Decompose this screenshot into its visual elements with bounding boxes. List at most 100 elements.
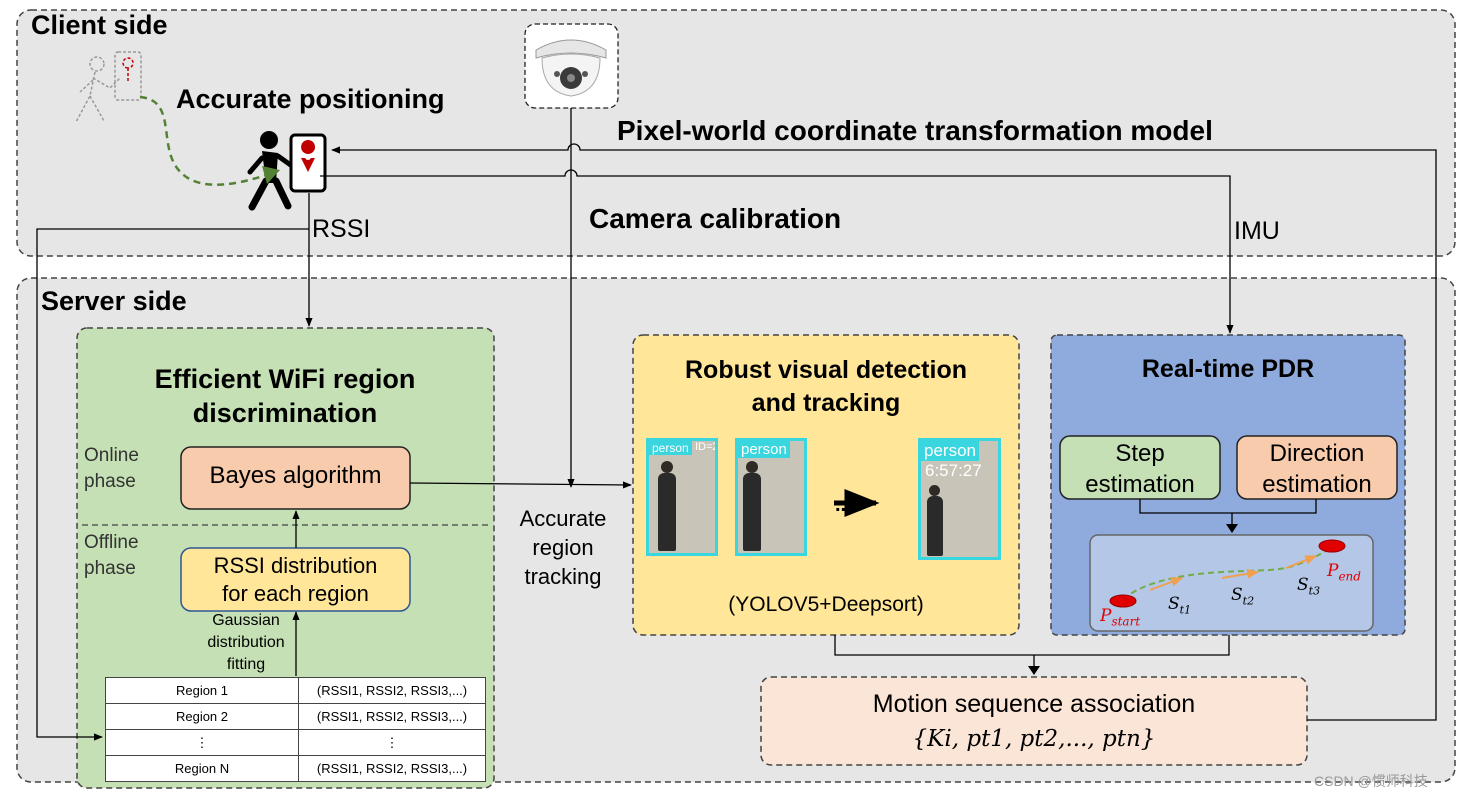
rssi-region-table: Region 1(RSSI1, RSSI2, RSSI3,...) Region… [105, 677, 486, 782]
tracking-frame-1: person ID=2 [646, 438, 718, 556]
p-end-label: Pend [1327, 561, 1361, 583]
rssi-distribution-label: RSSI distribution for each region [181, 552, 410, 608]
tracking-line1: Accurate [519, 506, 607, 531]
walker-faded-icon [75, 51, 142, 123]
motion-sequence-title: Motion sequence association [872, 690, 1196, 718]
tracking-frame-2: person [735, 438, 807, 556]
motion-panel [760, 676, 1308, 766]
direction-estimation-box [1236, 435, 1398, 500]
person-head [929, 485, 940, 496]
pixel-world-label: Pixel-world coordinate transformation mo… [617, 115, 1213, 146]
person-figure [658, 473, 676, 551]
camera-calibration-label: Camera calibration [589, 203, 842, 234]
watermark: CSDN @惯师科技 [1314, 773, 1428, 789]
dir-line2: estimation [1262, 471, 1372, 498]
accurate-region-tracking-label: Accurate region tracking [503, 504, 623, 591]
visual-panel-title: Robust visual detection and tracking [633, 354, 1019, 420]
s-t3-label: St3 [1297, 575, 1320, 597]
trajectory-box [1089, 534, 1374, 632]
step-line2: estimation [1085, 471, 1195, 498]
server-side-title: Server side [41, 286, 187, 316]
s-t2-label: St2 [1231, 585, 1254, 607]
p-start-marker [1109, 594, 1137, 608]
s-t1-symbol: S [1168, 594, 1180, 614]
table-cell-region: Region N [105, 755, 299, 782]
pdr-panel-title: Real-time PDR [1141, 355, 1315, 383]
table-cell-values: (RSSI1, RSSI2, RSSI3,...) [298, 703, 486, 730]
imu-label: IMU [1234, 217, 1280, 245]
person-id-tag: ID=2 [695, 441, 718, 453]
walker-icon [247, 131, 327, 211]
table-row: Region 1(RSSI1, RSSI2, RSSI3,...) [105, 677, 486, 704]
p-start-label: Pstart [1100, 606, 1140, 628]
walking-path-arrow [262, 166, 280, 184]
person-tag-1: person [649, 441, 692, 455]
gaussian-line1: Gaussian [212, 612, 280, 629]
s-t2-subscript: t2 [1242, 594, 1255, 608]
table-row: Region N(RSSI1, RSSI2, RSSI3,...) [105, 755, 486, 782]
visual-panel [632, 334, 1020, 636]
offline-line1: Offline [84, 532, 139, 553]
camera-icon [535, 39, 607, 97]
client-region [16, 9, 1456, 257]
person-head [661, 461, 673, 473]
bayes-label: Bayes algorithm [209, 462, 382, 489]
table-cell-region: Region 2 [105, 703, 299, 730]
table-cell-values: (RSSI1, RSSI2, RSSI3,...) [298, 677, 486, 704]
gaussian-fitting-label: Gaussian distribution fitting [196, 610, 296, 676]
step-estimation-label: Step estimation [1060, 438, 1220, 500]
gaussian-line2: distribution [207, 634, 285, 651]
table-row: Region 2(RSSI1, RSSI2, RSSI3,...) [105, 703, 486, 730]
rssi-table-line [36, 228, 309, 741]
motion-sequence-formula: {Ki, pt1, pt2,..., ptn} [912, 726, 1156, 752]
p-end-marker [1318, 539, 1346, 553]
person-figure [743, 473, 761, 551]
tracking-line3: tracking [524, 564, 602, 589]
gaussian-line3: fitting [226, 656, 266, 673]
walking-path [139, 95, 276, 186]
sequence-ellipsis: ... [835, 494, 852, 516]
rssi-label: RSSI [312, 215, 371, 243]
trajectory-path [1122, 547, 1333, 600]
p-start-subscript: start [1111, 614, 1141, 629]
motion-merge-arrow [1028, 666, 1040, 675]
visual-method-label: (YOLOV5+Deepsort) [728, 593, 924, 616]
wifi-title-line1: Efficient WiFi region [154, 364, 416, 394]
s-t3-symbol: S [1297, 575, 1309, 595]
s-t1-subscript: t1 [1179, 603, 1192, 617]
direction-estimation-label: Direction estimation [1237, 438, 1397, 500]
table-row: ⋮⋮ [105, 729, 486, 756]
table-cell-region: Region 1 [105, 677, 299, 704]
visual-title-line2: and tracking [751, 389, 901, 417]
person-head [746, 461, 758, 473]
online-phase-label: Online phase [84, 443, 139, 495]
visual-title-line1: Robust visual detection [685, 356, 967, 384]
tracking-frame-3: person 6:57:27 [918, 438, 1001, 560]
offline-line2: phase [84, 558, 136, 579]
tracking-line2: region [532, 535, 594, 560]
p-end-symbol: P [1327, 561, 1339, 581]
step-line1: Step [1115, 440, 1165, 467]
s-t1-label: St1 [1168, 594, 1191, 616]
online-line2: phase [84, 471, 136, 492]
offline-phase-label: Offline phase [84, 530, 139, 582]
bayes-to-visual-line [409, 481, 632, 489]
person-tag-2: person [738, 441, 790, 458]
accurate-positioning-label: Accurate positioning [176, 84, 445, 114]
person-figure [927, 496, 943, 556]
table-cell-region: ⋮ [105, 729, 299, 756]
s-t3-subscript: t3 [1308, 584, 1321, 598]
person-tag-3: person [921, 441, 979, 461]
p-start-symbol: P [1100, 606, 1112, 626]
step-arrow-2 [1221, 569, 1260, 579]
dir-line1: Direction [1269, 440, 1365, 467]
client-side-title: Client side [31, 10, 168, 40]
wifi-title-line2: discrimination [192, 398, 378, 428]
table-cell-values: ⋮ [298, 729, 486, 756]
wifi-panel-title: Efficient WiFi region discrimination [90, 362, 480, 430]
pdr-merge-arrow [1226, 524, 1238, 533]
bayes-box [180, 446, 411, 510]
imu-line [320, 169, 1234, 334]
